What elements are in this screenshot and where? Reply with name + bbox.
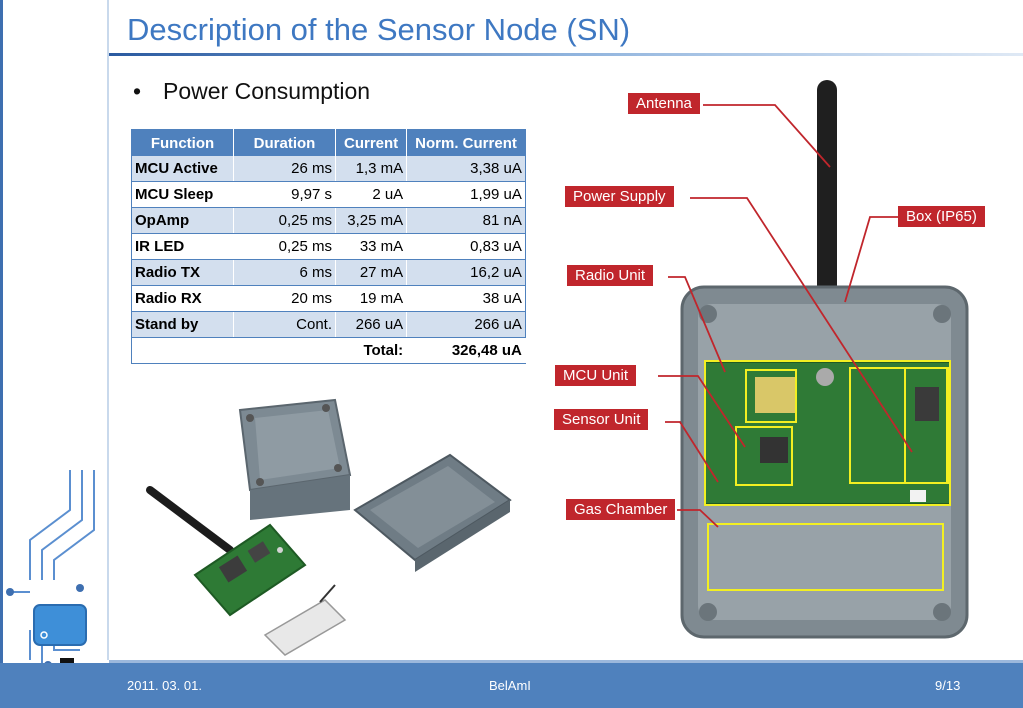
bullet-text: Power Consumption [163,78,371,104]
enclosure-lid-image [353,453,512,572]
table-row: Radio TX 6 ms 27 mA 16,2 uA [131,259,526,286]
cell-norm-current: 16,2 uA [406,259,526,286]
cell-function: MCU Active [131,156,234,182]
left-edge-line [0,0,3,708]
cell-norm-current: 0,83 uA [406,233,526,260]
callout-antenna: Antenna [628,93,700,114]
bullet-power-consumption: • Power Consumption [133,78,370,105]
cell-current: 2 uA [335,181,408,208]
callout-gas-chamber: Gas Chamber [566,499,676,520]
cell-function: IR LED [131,233,234,260]
cell-duration: 26 ms [233,156,336,182]
cell-duration: 0,25 ms [233,207,336,234]
table-row: Stand by Cont. 266 uA 266 uA [131,311,526,338]
cell-empty [131,337,234,364]
total-label: Total: [335,337,408,364]
circuit-decoration-icon [6,470,95,670]
table-row: OpAmp 0,25 ms 3,25 mA 81 nA [131,207,526,234]
bullet-glyph: • [133,78,142,104]
header-norm-current: Norm. Current [406,129,526,156]
cell-duration: 0,25 ms [233,233,336,260]
page-title: Description of the Sensor Node (SN) [127,12,631,47]
antenna-image [146,486,234,554]
title-rule [109,53,1023,56]
footer-rule [109,660,1023,663]
cell-current: 19 mA [335,285,408,312]
cell-current: 1,3 mA [335,156,408,182]
header-duration: Duration [233,129,336,156]
sensor-node-open-photo [658,80,969,639]
callout-radio-unit: Radio Unit [567,265,654,286]
cell-current: 3,25 mA [335,207,408,234]
left-rail [0,0,108,708]
cell-duration: 6 ms [233,259,336,286]
cell-norm-current: 266 uA [406,311,526,338]
cell-duration: 9,97 s [233,181,336,208]
cell-norm-current: 38 uA [406,285,526,312]
table-row: MCU Active 26 ms 1,3 mA 3,38 uA [131,156,526,182]
cell-norm-current: 81 nA [406,207,526,234]
table-total-row: Total: 326,48 uA [131,337,526,364]
callout-leader-lines [658,104,913,528]
callout-mcu-unit: MCU Unit [555,365,637,386]
cell-function: Stand by [131,311,234,338]
cell-function: Radio RX [131,285,234,312]
table-header-row: Function Duration Current Norm. Current [131,129,526,156]
cell-function: MCU Sleep [131,181,234,208]
footer-page-number: 9/13 [935,678,961,693]
cell-current: 27 mA [335,259,408,286]
table-row: IR LED 0,25 ms 33 mA 0,83 uA [131,233,526,260]
sensor-node-components-photo [146,398,512,656]
cell-function: OpAmp [131,207,234,234]
footer-project: BelAmI [489,678,531,693]
enclosure-box-image [238,398,352,520]
table-row: MCU Sleep 9,97 s 2 uA 1,99 uA [131,181,526,208]
callout-sensor-unit: Sensor Unit [554,409,649,430]
battery-image [263,584,347,656]
cell-norm-current: 1,99 uA [406,181,526,208]
cell-function: Radio TX [131,259,234,286]
cell-current: 33 mA [335,233,408,260]
cell-norm-current: 3,38 uA [406,156,526,182]
header-function: Function [131,129,234,156]
cell-empty [233,337,336,364]
footer-bar: 2011. 03. 01. BelAmI 9/13 [0,663,1023,708]
cell-duration: 20 ms [233,285,336,312]
footer-date: 2011. 03. 01. [127,678,202,693]
callout-power-supply: Power Supply [565,186,674,207]
rail-divider [107,0,109,660]
power-consumption-table: Function Duration Current Norm. Current … [131,129,526,364]
table-row: Radio RX 20 ms 19 mA 38 uA [131,285,526,312]
pcb-image [193,523,307,617]
header-current: Current [335,129,408,156]
antenna-image [817,80,837,300]
callout-box: Box (IP65) [898,206,985,227]
cell-current: 266 uA [335,311,408,338]
total-value: 326,48 uA [406,337,526,364]
highlight-boxes [704,360,951,591]
cell-duration: Cont. [233,311,336,338]
